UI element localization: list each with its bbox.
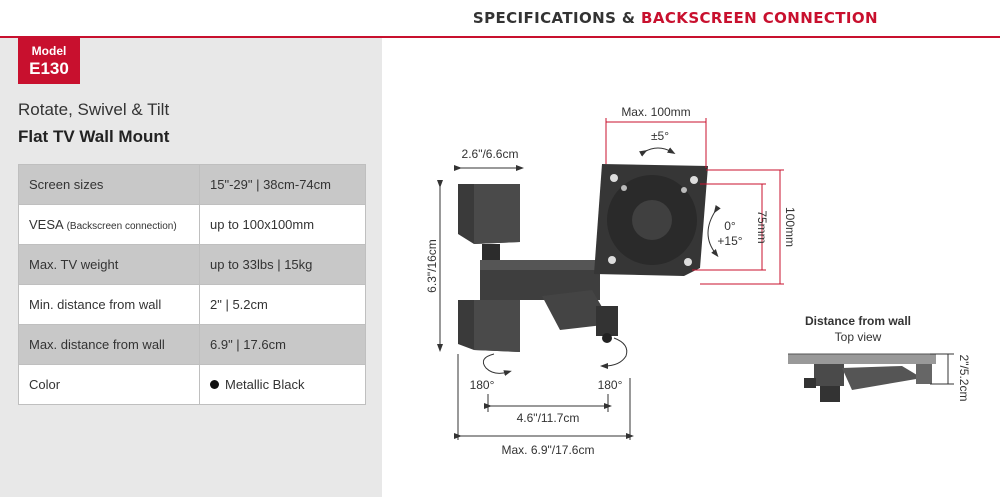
arm-max-label: Max. 6.9"/17.6cm xyxy=(502,443,595,457)
spec-value: 6.9" | 17.6cm xyxy=(199,324,366,365)
rotate-left-icon xyxy=(482,353,512,376)
vesa100-label: 100mm xyxy=(783,207,797,247)
spec-label-cell: VESA (Backscreen connection) xyxy=(18,204,200,245)
rotate-right-label: 180° xyxy=(598,378,623,392)
spec-label: Max. distance from wall xyxy=(18,324,200,365)
color-swatch-icon xyxy=(210,380,219,389)
spec-table: Screen sizes 15"-29" | 38cm-74cm VESA (B… xyxy=(18,164,366,405)
table-row: Screen sizes 15"-29" | 38cm-74cm xyxy=(18,164,366,205)
rotate-left-label: 180° xyxy=(470,378,495,392)
dimension-diagram: Max. 100mm ±5° 2.6"/6.6cm 6.3"/16cm 0° +… xyxy=(425,105,971,457)
header-divider xyxy=(0,36,1000,38)
model-number: E130 xyxy=(29,59,69,78)
arm-min-label: 4.6"/11.7cm xyxy=(517,411,580,425)
rotate-right-icon xyxy=(600,337,628,369)
spec-value: up to 33lbs | 15kg xyxy=(199,244,366,285)
model-badge: Model E130 xyxy=(18,38,80,84)
spec-value: up to 100x100mm xyxy=(199,204,366,245)
distance-subtitle: Top view xyxy=(835,330,882,344)
tilt-fifteen-label: +15° xyxy=(717,234,742,248)
max-vesa-label: Max. 100mm xyxy=(621,105,690,119)
tilt-swivel-label: ±5° xyxy=(651,129,669,143)
distance-value-label: 2"/5.2cm xyxy=(957,355,971,402)
model-label: Model xyxy=(31,44,67,58)
spec-label: Screen sizes xyxy=(18,164,200,205)
tv-plate-icon xyxy=(594,164,708,276)
top-view-mount-icon xyxy=(788,353,936,402)
table-row: Max. distance from wall 6.9" | 17.6cm xyxy=(18,324,366,365)
spec-label-note: (Backscreen connection) xyxy=(66,221,177,232)
spec-label: Color xyxy=(18,364,200,405)
distance-title: Distance from wall xyxy=(805,314,911,328)
spec-value: 2" | 5.2cm xyxy=(199,284,366,325)
arm-width-label: 2.6"/6.6cm xyxy=(462,147,519,161)
product-subtitle: Rotate, Swivel & Tilt xyxy=(18,100,170,119)
spec-value: Metallic Black xyxy=(225,377,305,392)
tilt-arrow-icon xyxy=(707,205,721,258)
spec-label: Max. TV weight xyxy=(18,244,200,285)
vesa75-label: 75mm xyxy=(755,210,769,243)
spec-value: 15"-29" | 38cm-74cm xyxy=(199,164,366,205)
table-row: Max. TV weight up to 33lbs | 15kg xyxy=(18,244,366,285)
spec-label: VESA xyxy=(29,217,63,232)
table-row: Color Metallic Black xyxy=(18,364,366,405)
tilt-zero-label: 0° xyxy=(724,219,736,233)
product-title: Flat TV Wall Mount xyxy=(18,127,170,146)
table-row: VESA (Backscreen connection) up to 100x1… xyxy=(18,204,366,245)
arm-icon xyxy=(480,260,618,343)
table-row: Min. distance from wall 2" | 5.2cm xyxy=(18,284,366,325)
spec-label: Min. distance from wall xyxy=(18,284,200,325)
swivel-arrow-icon xyxy=(639,147,676,157)
height-label: 6.3"/16cm xyxy=(425,239,439,293)
header-bar: SPECIFICATIONS & BACKSCREEN CONNECTION xyxy=(0,0,1000,37)
spec-value-cell: Metallic Black xyxy=(199,364,366,405)
section-title: SPECIFICATIONS & BACKSCREEN CONNECTION xyxy=(472,9,878,27)
